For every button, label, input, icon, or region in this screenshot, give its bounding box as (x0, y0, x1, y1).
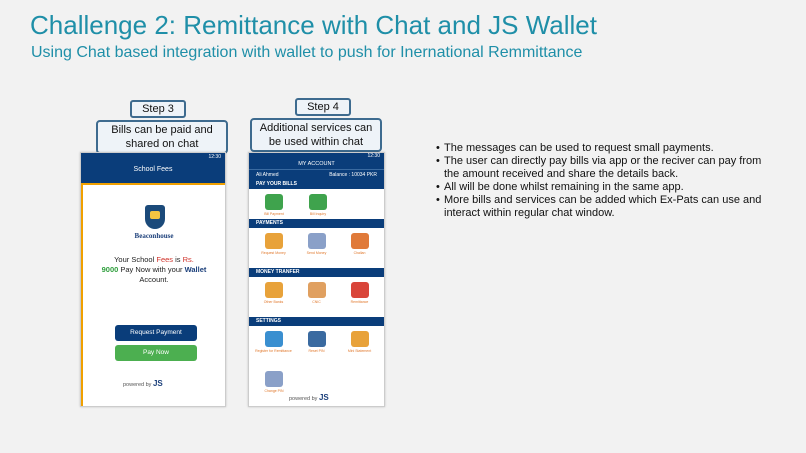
change-pin-icon (265, 371, 283, 387)
account-summary-bar: Ali Ahmed Balance : 10034 PKR (249, 169, 384, 180)
tile-bill-inquiry[interactable]: Bill Inquiry (299, 191, 337, 216)
bill-inquiry-icon (309, 194, 327, 210)
reset-pin-icon (307, 331, 326, 347)
register-remittance-icon (264, 331, 283, 347)
tile-label: CNIC (312, 300, 321, 304)
message-amount: 9000 (101, 265, 119, 274)
school-name: Beaconhouse (134, 232, 174, 240)
message-fees: Fees (156, 255, 174, 264)
bill-payment-icon (265, 194, 283, 210)
message-currency: Rs. (182, 255, 194, 264)
feature-bullet-list: The messages can be used to request smal… (436, 142, 776, 220)
tile-other-banks[interactable]: Other Banks (255, 279, 292, 304)
tile-label: Bill Payment (264, 212, 284, 216)
request-payment-button[interactable]: Request Payment (115, 325, 197, 341)
screen-header: School Fees (81, 161, 225, 183)
request-money-icon (264, 233, 283, 249)
section-pay-your-bills: PAY YOUR BILLS (249, 180, 384, 189)
tile-label: Register for Remittance (255, 349, 292, 353)
school-fees-card: Beaconhouse Your School Fees is Rs. 9000 … (81, 183, 225, 406)
settings-row-1: Register for Remittance Reset PIN Mini S… (249, 326, 384, 366)
phone-school-fees-screen: 12:30 School Fees Beaconhouse Your Schoo… (80, 152, 226, 407)
message-part-3: Pay Now with your (118, 265, 185, 274)
powered-by-text: powered by (289, 396, 318, 402)
other-banks-icon (264, 282, 283, 298)
js-logo: JS (152, 379, 163, 388)
screen-header: MY ACCOUNT (249, 160, 384, 169)
step-3-label: Step 3 (130, 100, 186, 118)
send-money-icon (307, 233, 326, 249)
message-part-1: Your School (114, 255, 157, 264)
tile-label: Mini Statement (347, 349, 372, 353)
tile-label: Challan (353, 251, 366, 255)
slide-title: Challenge 2: Remittance with Chat and JS… (30, 10, 597, 40)
powered-by-footer: powered by JS (289, 393, 329, 402)
cnic-icon (307, 282, 326, 298)
section-money-transfer: MONEY TRANFER (249, 268, 384, 277)
mini-statement-icon (350, 331, 369, 347)
section-settings: SETTINGS (249, 317, 384, 326)
fees-message: Your School Fees is Rs. 9000 Pay Now with… (93, 255, 215, 285)
bullet-item: All will be done whilst remaining in the… (436, 181, 776, 194)
message-part-4: Account. (139, 275, 169, 284)
tile-request-money[interactable]: Request Money (255, 230, 292, 255)
challan-icon (350, 233, 369, 249)
pay-now-button[interactable]: Pay Now (115, 345, 197, 361)
bullet-item: More bills and services can be added whi… (436, 194, 776, 220)
tile-register-remittance[interactable]: Register for Remittance (255, 328, 292, 353)
powered-by-text: powered by (123, 382, 152, 388)
tile-label: Bill Inquiry (309, 212, 327, 216)
step-4-label: Step 4 (295, 98, 351, 116)
tile-label: Send Money (306, 251, 327, 255)
powered-by-footer: powered by JS (123, 379, 163, 388)
phone-my-account-screen: 12:30 MY ACCOUNT Ali Ahmed Balance : 100… (248, 152, 385, 407)
slide-subtitle: Using Chat based integration with wallet… (31, 44, 583, 61)
school-crest-logo (145, 205, 165, 229)
step-4-description: Additional services can be used within c… (250, 118, 382, 152)
bullet-item: The messages can be used to request smal… (436, 142, 776, 155)
status-bar: 12:30 (249, 153, 384, 160)
tile-mini-statement[interactable]: Mini Statement (341, 328, 378, 353)
step-3-description: Bills can be paid and shared on chat (96, 120, 228, 154)
money-transfer-row: Other Banks CNIC Remittance (249, 277, 384, 317)
payments-row: Request Money Send Money Challan (249, 228, 384, 268)
tile-label: Change PIN (264, 389, 284, 393)
tile-label: Other Banks (263, 300, 284, 304)
status-bar: 12:30 (81, 153, 225, 161)
message-wallet: Wallet (184, 265, 207, 274)
tile-label: Request Money (261, 251, 286, 255)
account-balance: Balance : 10034 PKR (329, 172, 377, 178)
tile-cnic[interactable]: CNIC (298, 279, 335, 304)
tile-label: Reset PIN (308, 349, 325, 353)
tile-remittance[interactable]: Remittance (341, 279, 378, 304)
tile-change-pin[interactable]: Change PIN (255, 368, 293, 393)
status-time: 12:30 (208, 154, 221, 160)
js-logo: JS (318, 393, 329, 402)
tile-bill-payment[interactable]: Bill Payment (255, 191, 293, 216)
pay-bills-row: Bill Payment Bill Inquiry (249, 189, 384, 219)
message-part-2: is (173, 255, 183, 264)
tile-challan[interactable]: Challan (341, 230, 378, 255)
tile-label: Remittance (350, 300, 369, 304)
settings-row-2: Change PIN (249, 366, 384, 393)
section-payments: PAYMENTS (249, 219, 384, 228)
crest-emblem (150, 211, 160, 219)
user-name: Ali Ahmed (256, 172, 279, 178)
tile-reset-pin[interactable]: Reset PIN (298, 328, 335, 353)
remittance-icon (350, 282, 369, 298)
tile-send-money[interactable]: Send Money (298, 230, 335, 255)
status-time: 12:30 (367, 153, 380, 159)
bullet-item: The user can directly pay bills via app … (436, 155, 776, 181)
